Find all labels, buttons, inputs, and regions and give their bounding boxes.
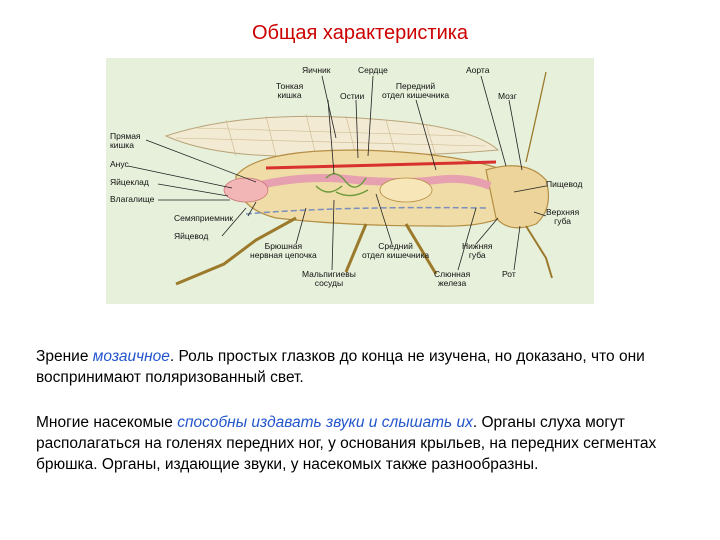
label-midgut: Средний отдел кишечника xyxy=(362,241,430,260)
label-ostia: Остии xyxy=(340,91,365,101)
label-upper-lip: Верхняя губа xyxy=(546,207,580,226)
paragraph-sound-text-1: Многие насекомые xyxy=(36,414,178,431)
label-brain: Мозг xyxy=(498,91,517,101)
slide-title: Общая характеристика xyxy=(251,22,469,44)
label-heart: Сердце xyxy=(358,65,388,75)
label-anus: Анус xyxy=(110,159,129,169)
highlight-mosaic: мозаичное xyxy=(92,348,170,365)
paragraph-vision-text-2: . Роль простых глазков до конца не изуче… xyxy=(36,348,645,386)
label-foregut: Передний отдел кишечника xyxy=(382,81,450,100)
label-rectum: Прямая кишка xyxy=(110,131,141,150)
highlight-sound-ability: способны издавать звуки и слышать их xyxy=(177,414,473,431)
insect-drawing xyxy=(127,71,553,286)
label-spermatheca: Семяприемник xyxy=(174,213,234,223)
label-nerve-cord: Брюшная нервная цепочка xyxy=(250,241,317,260)
label-small-intestine: Тонкая кишка xyxy=(276,81,304,100)
label-esophagus: Пищевод xyxy=(546,179,583,189)
label-ovary: Яичник xyxy=(302,65,331,75)
label-mouth: Рот xyxy=(502,269,516,279)
paragraph-vision-text-1: Зрение xyxy=(36,348,93,365)
label-lower-lip: Нижняя губа xyxy=(462,241,493,260)
label-salivary-gland: Слюнная железа xyxy=(434,269,471,288)
label-oviduct: Яйцевод xyxy=(174,231,209,241)
paragraph-sound: Многие насекомые способны издавать звуки… xyxy=(36,412,696,475)
paragraph-sound-text-2: . Органы слуха могут располагаться на го… xyxy=(36,414,657,473)
label-vagina: Влагалище xyxy=(110,194,155,204)
label-ovipositor: Яйцеклад xyxy=(110,177,149,187)
label-aorta: Аорта xyxy=(466,65,490,75)
label-malpighian: Мальпигиевы сосуды xyxy=(302,269,356,288)
paragraph-vision: Зрение мозаичное. Роль простых глазков д… xyxy=(36,346,696,388)
insect-anatomy-diagram: Яичник Сердце Аорта Тонкая кишка Остии П… xyxy=(106,58,594,304)
